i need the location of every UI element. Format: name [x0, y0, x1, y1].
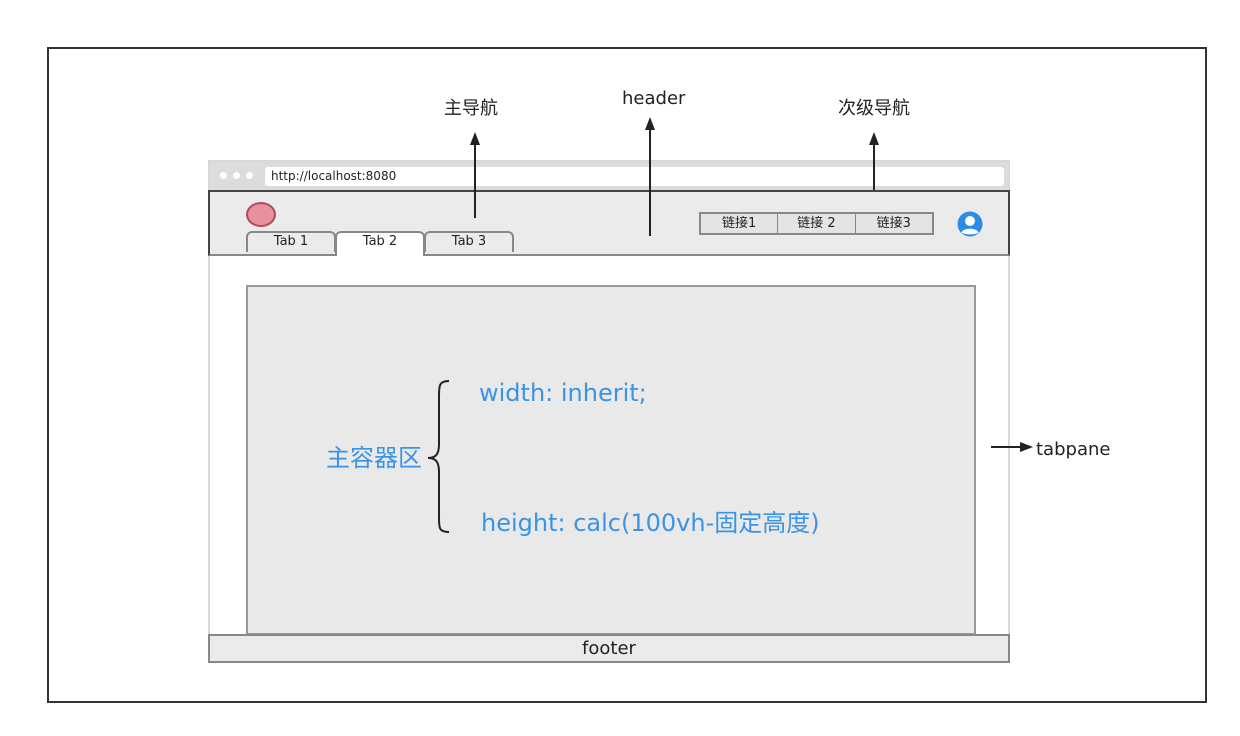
browser-titlebar: http://localhost:8080: [210, 162, 1008, 190]
page-footer: footer: [208, 634, 1010, 663]
header-annotation: header: [622, 88, 686, 109]
link-3[interactable]: 链接3: [876, 216, 911, 231]
user-avatar-icon[interactable]: [956, 210, 984, 238]
main-region-label: 主容器区: [326, 444, 422, 472]
height-rule: height: calc(100vh-固定高度): [481, 509, 820, 537]
secondary-nav: 链接1 链接 2 链接3: [699, 212, 934, 235]
tabpane-annotation: tabpane: [1036, 439, 1111, 460]
window-dot-icon: [246, 172, 253, 179]
secondary-nav-annotation: 次级导航: [838, 98, 910, 119]
tab-1[interactable]: Tab 1: [246, 231, 336, 252]
browser-window: http://localhost:8080 Tab 1 Tab 2 Tab 3 …: [208, 160, 1010, 663]
main-container: [246, 285, 976, 635]
window-dot-icon: [220, 172, 227, 179]
main-nav-annotation: 主导航: [444, 98, 498, 119]
tab-2[interactable]: Tab 2: [335, 231, 425, 256]
link-1[interactable]: 链接1: [701, 214, 779, 233]
logo-icon[interactable]: [246, 202, 276, 227]
outer-frame: [47, 47, 1207, 703]
width-rule: width: inherit;: [479, 379, 647, 407]
url-bar[interactable]: http://localhost:8080: [265, 167, 1004, 186]
link-2[interactable]: 链接 2: [778, 214, 856, 233]
page-header: Tab 1 Tab 2 Tab 3 链接1 链接 2 链接3: [208, 190, 1010, 256]
tab-3[interactable]: Tab 3: [424, 231, 514, 252]
window-dot-icon: [233, 172, 240, 179]
